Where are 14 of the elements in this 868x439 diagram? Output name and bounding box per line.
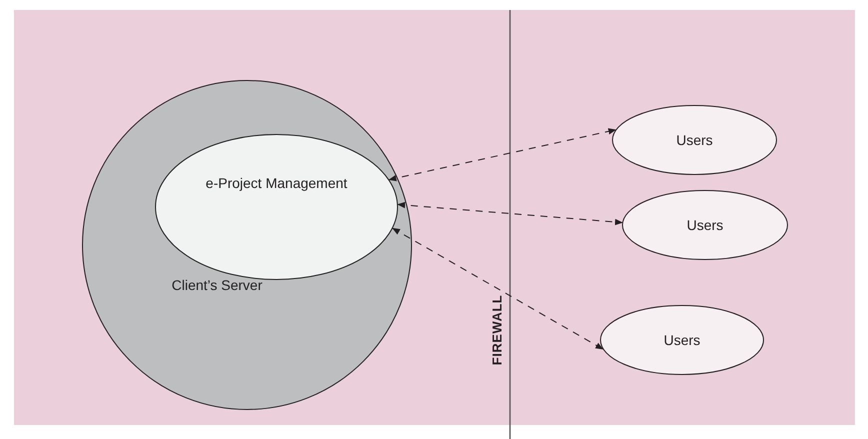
server-ellipse [82, 80, 412, 410]
node-label: Client’s Server [170, 276, 264, 294]
users-ellipse [600, 305, 764, 375]
dashed-arrow [397, 202, 623, 226]
dashed-arrow [388, 128, 616, 182]
node-label: Users [686, 216, 724, 234]
application-ellipse [155, 134, 398, 280]
node-label: Users [675, 131, 714, 149]
firewall-label: FIREWALL [490, 294, 504, 366]
users-ellipse [612, 105, 777, 175]
dashed-arrow [392, 228, 604, 350]
users-ellipse [622, 190, 788, 260]
node-label: e-Project Management [204, 174, 348, 192]
node-label: Users [662, 331, 702, 349]
